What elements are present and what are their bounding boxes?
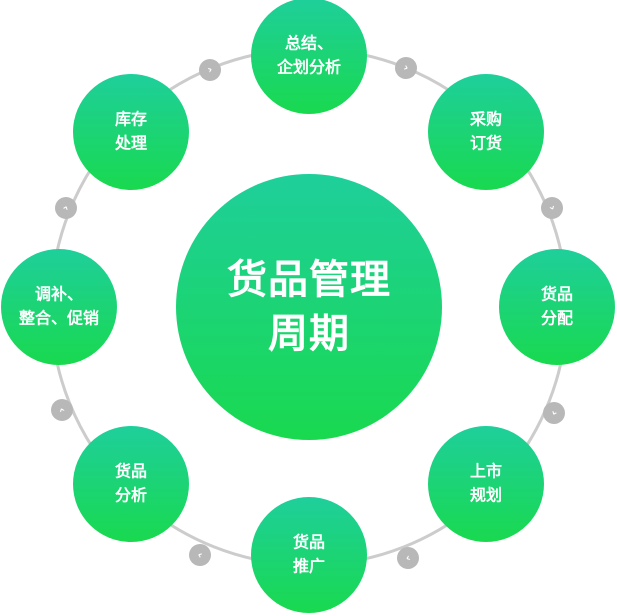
stage-node-label-line-1: 库存 [115, 110, 147, 129]
chevron-right-icon: › [402, 61, 411, 75]
stage-node-label-line-2: 推广 [293, 557, 325, 576]
center-node: 货品管理 周期 [176, 174, 442, 440]
arrow-badges: › › › › › › › › [51, 57, 565, 569]
stage-node-label-line-1: 采购 [469, 110, 502, 129]
stage-node-circle [499, 249, 615, 365]
arrow-badge: › [397, 547, 419, 569]
arrow-badge: › [55, 197, 77, 219]
chevron-right-icon: › [546, 203, 560, 212]
arrow-badge-circle [541, 197, 563, 219]
chevron-right-icon: › [205, 63, 214, 77]
chevron-right-icon: › [404, 552, 413, 566]
stage-node-circle [73, 74, 189, 190]
arrow-badge-circle [51, 399, 73, 421]
stage-node-label-line-1: 总结、 [285, 34, 333, 53]
arrow-badge-circle [55, 197, 77, 219]
stage-node-label-line-2: 分配 [541, 309, 573, 328]
stage-node-label-line-1: 货品 [541, 285, 573, 304]
arrow-badge: › [199, 59, 221, 81]
chevron-right-icon: › [55, 406, 69, 415]
stage-node-label-line-1: 货品 [115, 462, 147, 481]
stage-node-circle [251, 497, 367, 613]
stage-node-circle [428, 426, 544, 542]
arrow-badge-circle [397, 547, 419, 569]
chevron-right-icon: › [548, 409, 562, 418]
arrow-badge-circle [543, 402, 565, 424]
arrow-badge: › [189, 544, 211, 566]
stage-node-label-line-2: 企划分析 [276, 58, 341, 77]
stage-node-label-line-2: 规划 [470, 486, 502, 505]
arrow-badge-circle [395, 57, 417, 79]
chevron-right-icon: › [195, 549, 204, 563]
arrow-badge-circle [199, 59, 221, 81]
center-circle [176, 174, 442, 440]
chevron-right-icon: › [59, 203, 73, 212]
stage-node-circle [73, 426, 189, 542]
arrow-badge: › [395, 57, 417, 79]
arrow-badge-circle [189, 544, 211, 566]
stage-node-circle [1, 249, 117, 365]
stage-node-adjust: 调补、整合、促销 [1, 249, 117, 365]
arrow-badge: › [51, 399, 73, 421]
stage-node-label-line-2: 订货 [470, 134, 502, 153]
stage-node-label-line-2: 处理 [114, 134, 147, 153]
arrow-badge: › [541, 197, 563, 219]
stage-node-label-line-1: 货品 [293, 533, 325, 552]
stage-node-circle [428, 74, 544, 190]
stage-node-summary: 总结、企划分析 [251, 0, 367, 114]
stage-node-label-line-2: 分析 [115, 486, 147, 505]
center-title-line-2: 周期 [268, 311, 350, 357]
stage-node-label-line-1: 调补、 [35, 285, 83, 304]
stage-node-label-line-2: 整合、促销 [18, 309, 99, 328]
stage-node-circle [251, 0, 367, 114]
stage-node-label-line-1: 上市 [470, 462, 502, 481]
center-title-line-1: 货品管理 [227, 257, 391, 303]
arrow-badge: › [543, 402, 565, 424]
